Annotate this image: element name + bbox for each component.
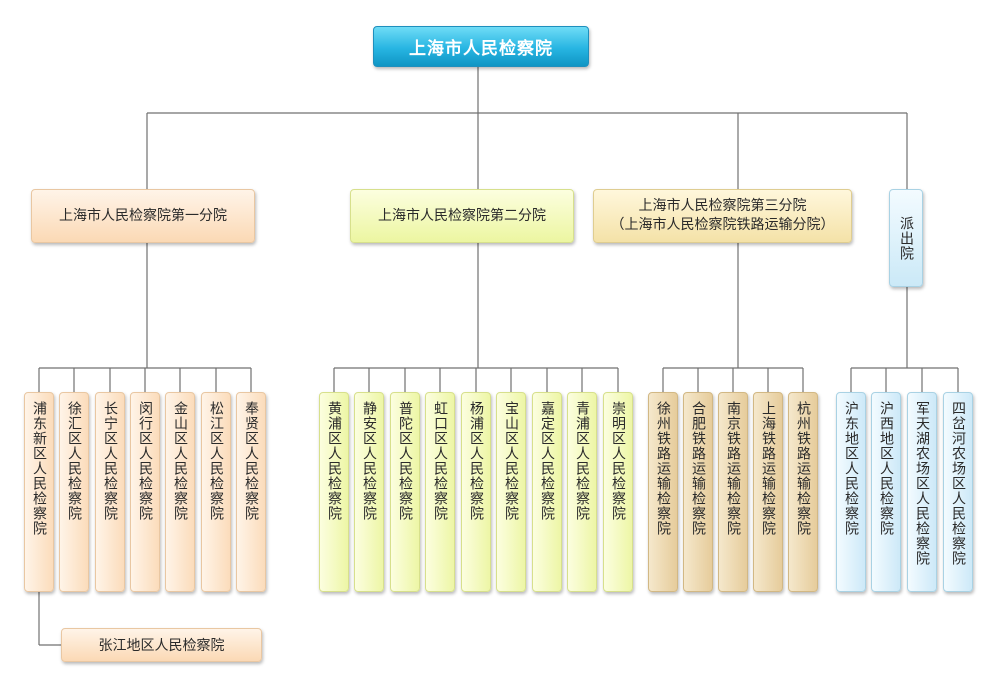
leaf-label: 长宁区人民检察院 — [102, 401, 118, 521]
leaf-label: 崇明区人民检察院 — [610, 401, 626, 521]
leaf-label: 沪东地区人民检察院 — [843, 401, 859, 536]
branch-node-2: 上海市人民检察院第二分院 — [350, 189, 574, 243]
leaf-node-2-5: 杨浦区人民检察院 — [461, 392, 491, 592]
branch-node-1: 上海市人民检察院第一分院 — [31, 189, 255, 243]
sub-node-label: 张江地区人民检察院 — [98, 638, 225, 654]
leaf-node-3-3: 南京铁路运输检察院 — [718, 392, 748, 592]
leaf-label: 杭州铁路运输检察院 — [795, 401, 811, 536]
leaf-node-2-1: 黄浦区人民检察院 — [319, 392, 349, 592]
leaf-label: 军天湖农场区人民检察院 — [914, 401, 930, 566]
leaf-label: 普陀区人民检察院 — [397, 401, 413, 521]
leaf-label: 奉贤区人民检察院 — [243, 401, 259, 521]
leaf-node-3-4: 上海铁路运输检察院 — [753, 392, 783, 592]
leaf-label: 静安区人民检察院 — [361, 401, 377, 521]
leaf-node-3-5: 杭州铁路运输检察院 — [788, 392, 818, 592]
branch-node-3-label: 上海市人民检察院第三分院 — [638, 198, 807, 214]
leaf-label: 嘉定区人民检察院 — [539, 401, 555, 521]
leaf-node-2-7: 嘉定区人民检察院 — [532, 392, 562, 592]
root-node: 上海市人民检察院 — [373, 26, 589, 67]
leaf-label: 青浦区人民检察院 — [574, 401, 590, 521]
leaf-node-2-4: 虹口区人民检察院 — [425, 392, 455, 592]
branch-node-1-label: 上海市人民检察院第一分院 — [59, 207, 227, 224]
leaf-node-3-1: 徐州铁路运输检察院 — [648, 392, 678, 592]
leaf-label: 上海铁路运输检察院 — [760, 401, 776, 536]
branch-node-2-label: 上海市人民检察院第二分院 — [378, 207, 546, 224]
branch-node-4-label: 派出院 — [898, 215, 914, 261]
branch-node-4: 派出院 — [889, 189, 923, 287]
leaf-node-2-6: 宝山区人民检察院 — [496, 392, 526, 592]
leaf-label: 沪西地区人民检察院 — [878, 401, 894, 536]
branch-node-3: 上海市人民检察院第三分院 （上海市人民检察院铁路运输分院） — [593, 189, 852, 243]
leaf-label: 宝山区人民检察院 — [503, 401, 519, 521]
leaf-node-2-8: 青浦区人民检察院 — [567, 392, 597, 592]
leaf-label: 杨浦区人民检察院 — [468, 401, 484, 521]
leaf-label: 虹口区人民检察院 — [432, 401, 448, 521]
leaf-node-4-2: 沪西地区人民检察院 — [871, 392, 901, 592]
leaf-node-2-9: 崇明区人民检察院 — [603, 392, 633, 592]
leaf-node-2-2: 静安区人民检察院 — [354, 392, 384, 592]
leaf-label: 南京铁路运输检察院 — [725, 401, 741, 536]
leaf-label: 黄浦区人民检察院 — [326, 401, 342, 521]
root-node-label: 上海市人民检察院 — [409, 39, 553, 59]
leaf-node-4-1: 沪东地区人民检察院 — [836, 392, 866, 592]
leaf-node-1-7: 奉贤区人民检察院 — [236, 392, 266, 592]
leaf-node-3-2: 合肥铁路运输检察院 — [683, 392, 713, 592]
leaf-label: 徐汇区人民检察院 — [66, 401, 82, 521]
leaf-node-1-3: 长宁区人民检察院 — [95, 392, 125, 592]
leaf-label: 四岔河农场区人民检察院 — [950, 401, 966, 566]
leaf-node-1-5: 金山区人民检察院 — [165, 392, 195, 592]
leaf-node-4-4: 四岔河农场区人民检察院 — [943, 392, 973, 592]
leaf-node-1-6: 松江区人民检察院 — [201, 392, 231, 592]
sub-node: 张江地区人民检察院 — [61, 628, 262, 662]
leaf-node-1-4: 闵行区人民检察院 — [130, 392, 160, 592]
leaf-node-4-3: 军天湖农场区人民检察院 — [907, 392, 937, 592]
branch-node-3-label-line2: （上海市人民检察院铁路运输分院） — [610, 217, 835, 233]
leaf-node-1-1: 浦东新区人民检察院 — [24, 392, 54, 592]
leaf-label: 松江区人民检察院 — [208, 401, 224, 521]
leaf-node-1-2: 徐汇区人民检察院 — [59, 392, 89, 592]
leaf-label: 合肥铁路运输检察院 — [690, 401, 706, 536]
leaf-node-2-3: 普陀区人民检察院 — [390, 392, 420, 592]
leaf-label: 徐州铁路运输检察院 — [655, 401, 671, 536]
leaf-label: 金山区人民检察院 — [172, 401, 188, 521]
leaf-label: 浦东新区人民检察院 — [31, 401, 47, 536]
leaf-label: 闵行区人民检察院 — [137, 401, 153, 521]
